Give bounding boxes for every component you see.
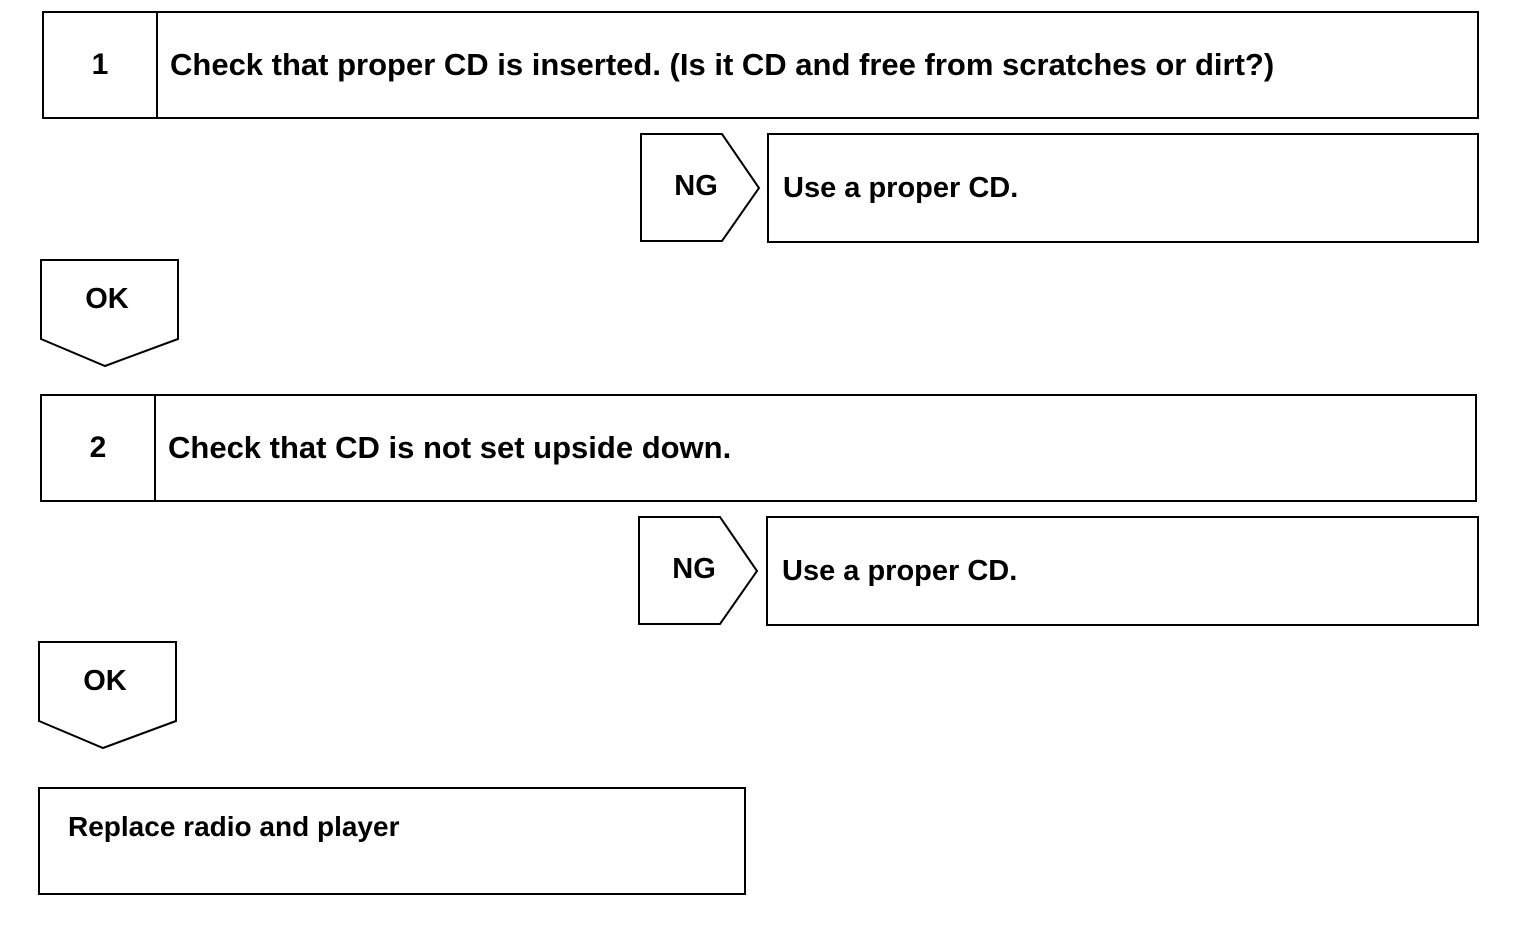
step-1-ok-label: OK	[85, 283, 129, 315]
step-2-ng-label: NG	[672, 553, 716, 585]
ok-arrow-shape	[40, 259, 179, 368]
step-1-ng-arrow: NG	[640, 133, 762, 243]
final-action-box: Replace radio and player	[38, 787, 746, 895]
step-1-text: Check that proper CD is inserted. (Is it…	[170, 47, 1275, 82]
step-2-number: 2	[42, 396, 156, 500]
ng-arrow-shape	[638, 516, 759, 625]
final-action-text: Replace radio and player	[68, 811, 400, 842]
step-1-ng-action: Use a proper CD.	[767, 133, 1479, 243]
step-2-box: 2 Check that CD is not set upside down.	[40, 394, 1477, 502]
step-2-ok-label: OK	[83, 665, 127, 697]
step-1-ok-arrow: OK	[40, 259, 180, 369]
step-2-text: Check that CD is not set upside down.	[168, 430, 732, 465]
step-2-ng-action-text: Use a proper CD.	[782, 554, 1018, 587]
step-1-box: 1 Check that proper CD is inserted. (Is …	[42, 11, 1479, 119]
ng-arrow-shape	[640, 133, 761, 242]
step-2-ng-arrow: NG	[638, 516, 760, 626]
ok-arrow-shape	[38, 641, 177, 750]
step-2-ng-action: Use a proper CD.	[766, 516, 1479, 626]
step-1-ng-action-text: Use a proper CD.	[783, 171, 1019, 204]
step-1-number: 1	[44, 13, 158, 117]
step-1-ng-label: NG	[674, 170, 718, 202]
step-2-ok-arrow: OK	[38, 641, 178, 751]
